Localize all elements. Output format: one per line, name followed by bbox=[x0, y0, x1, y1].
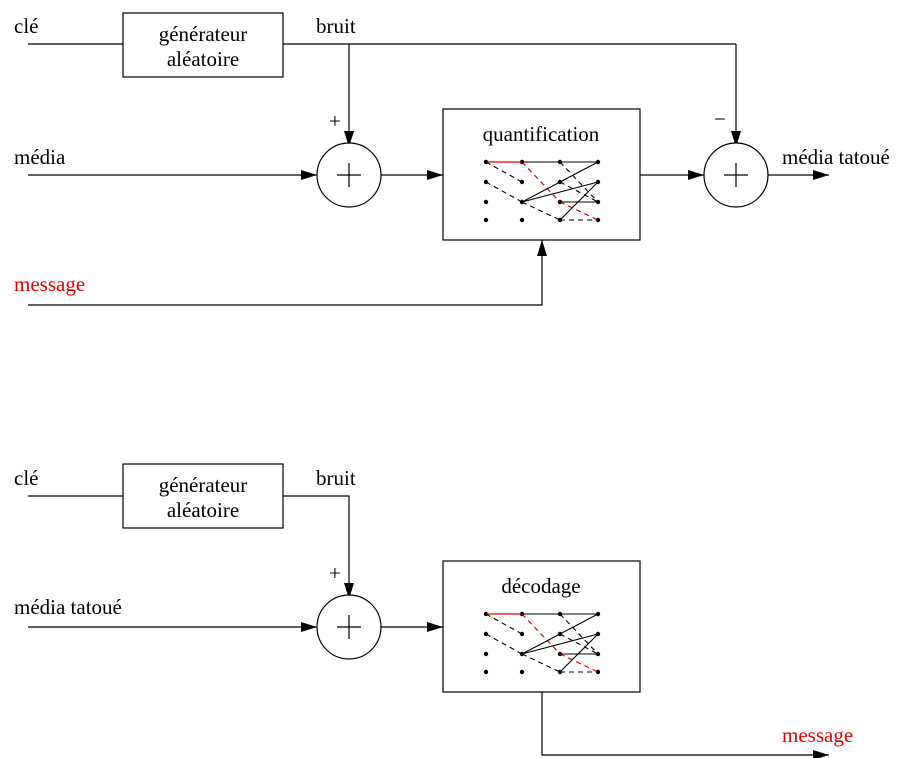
encoder-generator-label-line2: aléatoire bbox=[167, 47, 239, 71]
encoder-key-label: clé bbox=[14, 14, 38, 38]
encoder-message-label: message bbox=[14, 272, 85, 296]
encoder-plus-sign: + bbox=[329, 109, 341, 133]
decoder-section: clé générateur aléatoire bruit média tat… bbox=[14, 463, 853, 758]
encoder-generator-label-line1: générateur bbox=[159, 22, 248, 46]
decoder-title: décodage bbox=[501, 574, 580, 598]
encoder-random-generator-box bbox=[122, 12, 284, 78]
encoder-output-label: média tatoué bbox=[782, 145, 890, 169]
decoder-input-label: média tatoué bbox=[14, 595, 122, 619]
encoder-message-arrow bbox=[28, 240, 547, 306]
encoder-noise-label: bruit bbox=[316, 14, 356, 38]
decoder-plus-sign: + bbox=[329, 561, 341, 585]
decoder-output-label: message bbox=[782, 723, 853, 747]
encoder-quantizer-box bbox=[442, 108, 641, 241]
decoder-key-label: clé bbox=[14, 466, 38, 490]
decoder-noise-label: bruit bbox=[316, 466, 356, 490]
decoder-box bbox=[442, 560, 641, 693]
encoder-section: clé générateur aléatoire bruit média + q… bbox=[14, 12, 890, 306]
decoder-noise-to-adder-arrow bbox=[283, 495, 354, 599]
encoder-media-label: média bbox=[14, 145, 66, 169]
encoder-quantizer-title: quantification bbox=[483, 122, 600, 146]
decoder-random-generator-box bbox=[122, 463, 284, 529]
encoder-minus-sign: − bbox=[714, 107, 726, 131]
decoder-output-arrow bbox=[541, 692, 829, 758]
decoder-generator-label-line2: aléatoire bbox=[167, 498, 239, 522]
decoder-generator-label-line1: générateur bbox=[159, 473, 248, 497]
